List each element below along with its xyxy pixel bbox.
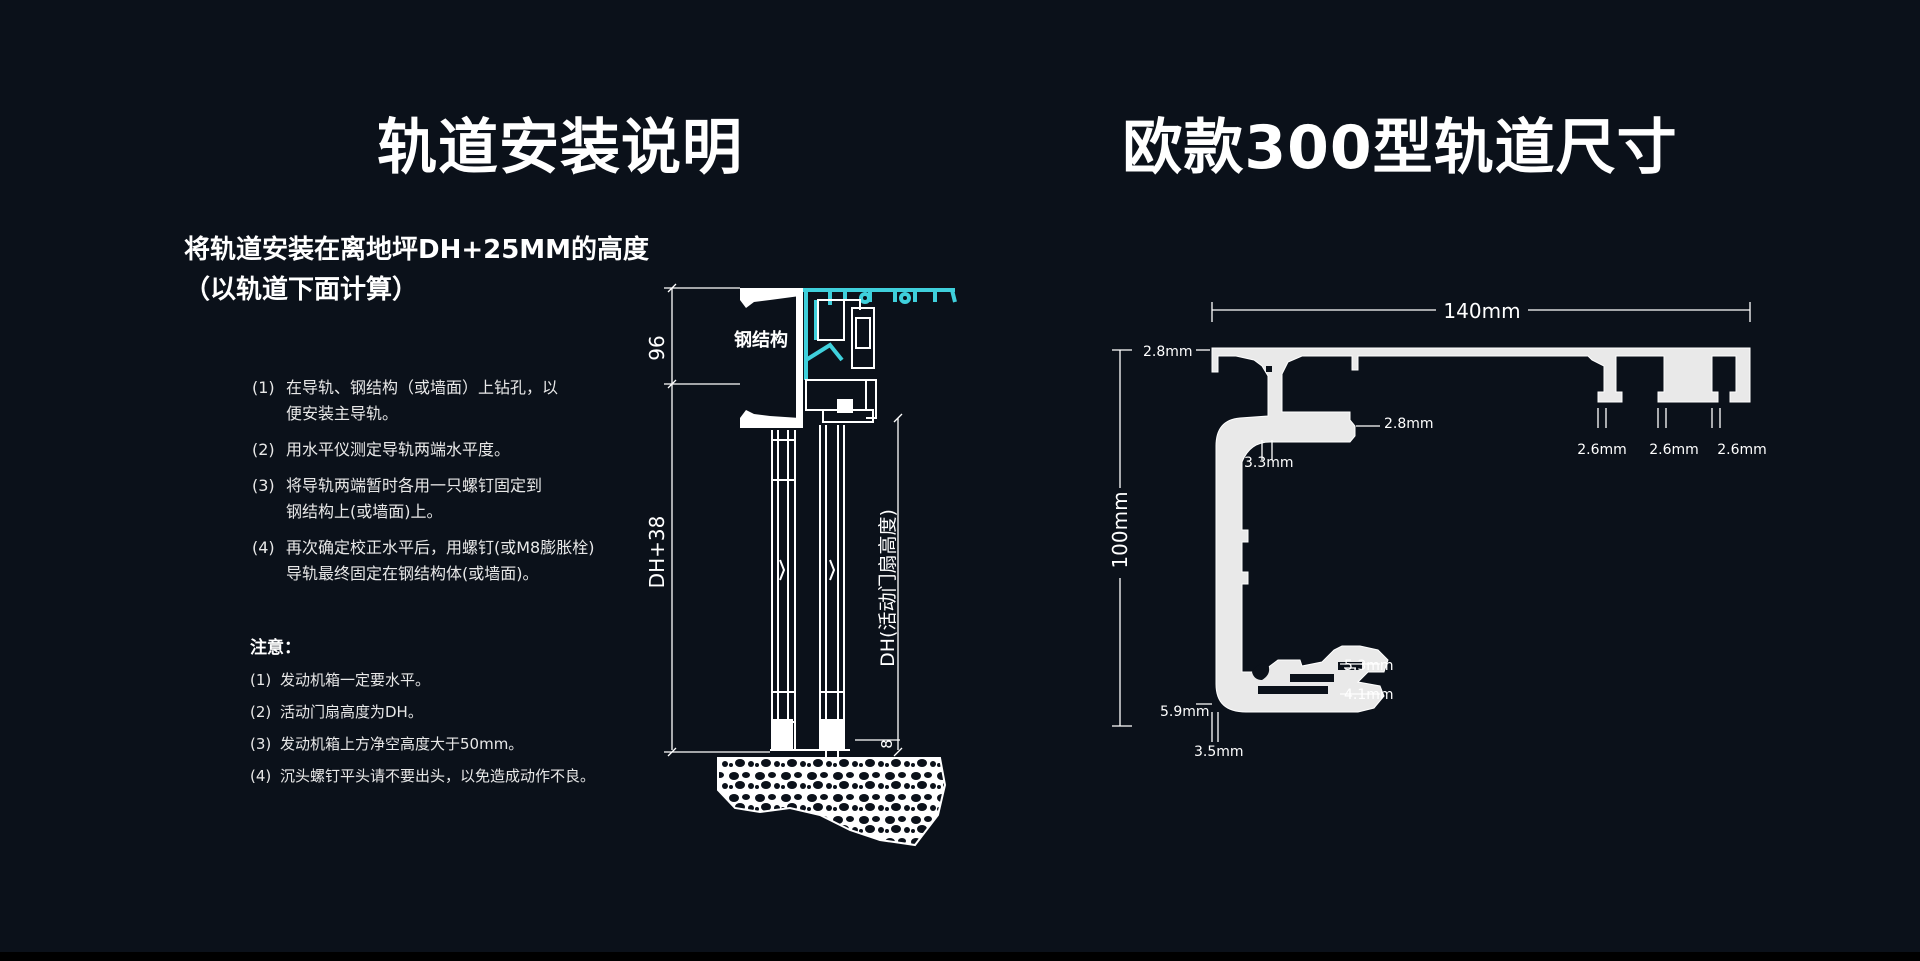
notes-title: 注意： bbox=[250, 638, 301, 658]
step-number: (3) bbox=[252, 476, 275, 495]
step-text: 将导轨两端暂时各用一只螺钉固定到 钢结构上(或墙面)上。 bbox=[286, 476, 543, 521]
lip-label: 2.8mm bbox=[1384, 416, 1434, 432]
note-item: (2) 活动门扇高度为DH。 bbox=[250, 696, 650, 728]
install-subtitle-line1: 将轨道安装在离地坪DH+25MM的高度 bbox=[184, 235, 650, 265]
steel-structure-label: 钢结构 bbox=[734, 329, 788, 351]
step-number: (1) bbox=[252, 378, 275, 397]
track-profile-shape bbox=[1211, 347, 1751, 713]
profile-dimension-lines bbox=[1112, 302, 1751, 742]
profile-width-label: 140mm bbox=[1443, 299, 1520, 323]
step-number: (2) bbox=[252, 440, 275, 459]
note-item: (4) 沉头螺钉平头请不要出头，以免造成动作不良。 bbox=[250, 760, 650, 792]
note-text: 沉头螺钉平头请不要出头，以免造成动作不良。 bbox=[280, 767, 596, 785]
slot-3-label: 2.6mm bbox=[1717, 442, 1767, 458]
roller-hanger bbox=[805, 299, 877, 423]
install-subtitle: 将轨道安装在离地坪DH+25MM的高度 （以轨道下面计算） bbox=[184, 230, 684, 310]
top-wall-label: 2.8mm bbox=[1143, 344, 1193, 360]
note-item: (3) 发动机箱上方净空高度大于50mm。 bbox=[250, 728, 650, 760]
door-leaves bbox=[770, 425, 850, 770]
groove-top-label: 5.3mm bbox=[1344, 658, 1394, 674]
step-item: (1) 在导轨、钢结构（或墙面）上钻孔，以 便安装主导轨。 bbox=[252, 375, 632, 427]
ground-gravel bbox=[717, 757, 947, 847]
dim-dh-label: DH(活动门扇高度) bbox=[877, 509, 899, 667]
height-label-bg bbox=[1106, 488, 1134, 578]
step-item: (4) 再次确定校正水平后，用螺钉(或M8膨胀栓) 导轨最终固定在钢结构体(或墙… bbox=[252, 535, 632, 587]
profile-height-label: 100mm bbox=[1108, 491, 1132, 568]
install-steps: (1) 在导轨、钢结构（或墙面）上钻孔，以 便安装主导轨。 (2) 用水平仪测定… bbox=[252, 375, 632, 597]
track-profile-drawing: 140mm 100mm 2.8mm 2.8mm 3.3mm 2.6mm 2.6m… bbox=[1106, 296, 1767, 760]
note-number: (2) bbox=[250, 703, 272, 721]
profile-inner-details bbox=[1252, 366, 1362, 694]
install-subtitle-line2: （以轨道下面计算） bbox=[184, 275, 419, 305]
track-assembly bbox=[803, 288, 957, 380]
width-label-bg bbox=[1436, 296, 1528, 324]
step-number: (4) bbox=[252, 538, 275, 557]
dimension-title: 欧款300型轨道尺寸 bbox=[1122, 113, 1678, 183]
bottom-bar bbox=[0, 952, 1920, 961]
slot-1-label: 2.6mm bbox=[1577, 442, 1627, 458]
note-item: (1) 发动机箱一定要水平。 bbox=[250, 664, 650, 696]
step-text: 用水平仪测定导轨两端水平度。 bbox=[286, 440, 511, 459]
installation-section-drawing: 96 DH+38 DH(活动门扇高度) 8 钢结构 bbox=[645, 283, 957, 847]
section-dimension-lines bbox=[664, 283, 903, 757]
install-title: 轨道安装说明 bbox=[377, 113, 743, 183]
dim-8-label: 8 bbox=[878, 739, 896, 749]
bottom-wall-label: 3.5mm bbox=[1194, 744, 1244, 760]
note-text: 发动机箱上方净空高度大于50mm。 bbox=[280, 735, 524, 753]
note-text: 活动门扇高度为DH。 bbox=[280, 703, 423, 721]
step-item: (3) 将导轨两端暂时各用一只螺钉固定到 钢结构上(或墙面)上。 bbox=[252, 473, 632, 525]
note-number: (4) bbox=[250, 767, 272, 785]
groove-bottom-label: 4.1mm bbox=[1344, 687, 1394, 703]
step-text: 在导轨、钢结构（或墙面）上钻孔，以 便安装主导轨。 bbox=[286, 378, 559, 423]
dim-96-label: 96 bbox=[645, 335, 669, 360]
inner-wall-label: 3.3mm bbox=[1244, 455, 1294, 471]
note-number: (1) bbox=[250, 671, 272, 689]
bottom-left-label: 5.9mm bbox=[1160, 704, 1210, 720]
slot-2-label: 2.6mm bbox=[1649, 442, 1699, 458]
dim-dh38-label: DH+38 bbox=[645, 516, 669, 589]
note-number: (3) bbox=[250, 735, 272, 753]
steel-structure bbox=[740, 288, 803, 428]
step-item: (2) 用水平仪测定导轨两端水平度。 bbox=[252, 437, 632, 463]
notes-block: 注意： (1) 发动机箱一定要水平。 (2) 活动门扇高度为DH。 (3) 发动… bbox=[250, 632, 650, 792]
note-text: 发动机箱一定要水平。 bbox=[280, 671, 431, 689]
step-text: 再次确定校正水平后，用螺钉(或M8膨胀栓) 导轨最终固定在钢结构体(或墙面)。 bbox=[286, 538, 595, 583]
